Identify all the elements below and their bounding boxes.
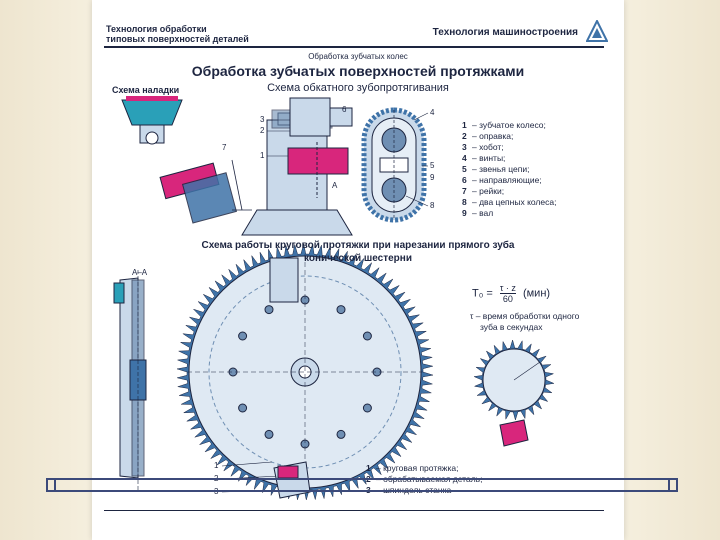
setup-rack [159,159,252,224]
formula-note: τ – время обработки одного зуба в секунд… [470,311,579,333]
legend-item: 5– звенья цепи; [462,164,530,174]
bolt-hole [238,331,248,341]
bolt-hole [362,331,372,341]
section-view [113,270,147,490]
footer-rule [104,510,604,511]
callout-9: 9 [430,173,435,182]
formula-numerator: τ · z [499,283,516,294]
formula: Т₀ = τ · z 60 (мин) [472,283,550,304]
legend-item: 9– вал [462,208,494,218]
callout-7: 7 [222,143,227,152]
section-label: А–А [132,268,148,277]
decorative-bar [46,478,678,492]
legend-item: 4– винты; [462,153,506,163]
section-title: Обработка зубчатых колес [308,52,408,61]
legend-item: 1– круговая протяжка; [366,463,459,473]
slide-sheet: Технология обработки типовых поверхносте… [92,0,624,540]
circular-broach [176,243,434,501]
formula-note-2: зуба в секундах [480,322,543,332]
bolt-hole [336,305,346,315]
callout-3: 3 [260,115,265,124]
page-title: Обработка зубчатых поверхностей протяжка… [191,63,525,79]
legend-item: 6– направляющие; [462,175,542,185]
callout-b1: 1 [214,461,219,470]
legend-item: 7– рейки; [462,186,505,196]
subtitle: Схема обкатного зубопротягивания [267,82,449,94]
callout-5: 5 [430,161,435,170]
legend-top: 1– зубчатое колесо; 2– оправка; 3– хобот… [462,120,556,219]
setup-label: Схема наладки [112,85,180,95]
callout-2: 2 [260,126,265,135]
header-right: Технология машиностроения [432,27,578,38]
legend-item: 2– оправка; [462,131,514,141]
bolt-hole [336,429,346,439]
bevel-gear-cutter [473,339,555,447]
middle-title-1: Схема работы круговой протяжки при нарез… [201,240,515,251]
chain-broach [361,107,427,223]
cutter-insert [269,257,299,303]
formula-fraction: τ · z 60 [499,283,516,304]
callout-1: 1 [260,151,265,160]
diagram-canvas: 3 2 1 7 6 4 5 9 8 А [113,96,555,501]
legend-item: 8– два цепных колеса; [462,197,557,207]
header-left-line1: Технология обработки [106,24,207,34]
formula-unit: (мин) [522,287,551,300]
bolt-hole [362,403,372,413]
formula-lhs: Т₀ = [472,287,493,300]
bolt-hole [238,403,248,413]
background-left [0,0,92,540]
callouts-top: 3 2 1 7 6 4 5 9 8 А [222,105,435,210]
workpiece [499,419,529,447]
header-rule [104,46,604,48]
callout-8: 8 [430,201,435,210]
callout-a: А [332,181,338,190]
formula-note-1: τ – время обработки одного [470,311,580,321]
formula-denominator: 60 [502,294,513,304]
small-gear-radius [513,361,541,381]
middle-title-2: конической шестерни [304,253,412,264]
header-left: Технология обработки типовых поверхносте… [106,24,249,44]
legend-item: 3– хобот; [462,142,504,152]
callout-6: 6 [342,105,347,114]
legend-item: 1– зубчатое колесо; [462,120,546,130]
callout-4: 4 [430,108,435,117]
background-right [624,0,720,540]
bolt-hole [264,305,274,315]
header-left-line2: типовых поверхностей деталей [106,34,249,44]
logo-icon [586,20,608,42]
setup-gear-top [121,96,183,145]
bolt-hole [264,429,274,439]
machine-column [241,97,353,236]
